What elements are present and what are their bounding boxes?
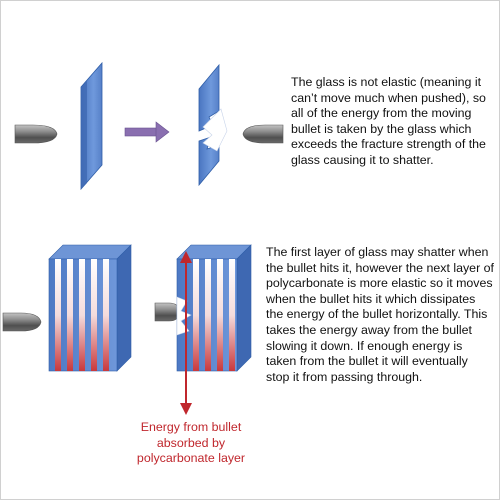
layered-glass-block-impact xyxy=(176,244,252,372)
glass-explanation-text: The glass is not elastic (meaning it can… xyxy=(291,75,486,167)
bullet-bottom-left xyxy=(2,312,42,332)
shatter-burst-icon xyxy=(202,108,228,152)
bullet-top-left xyxy=(14,124,58,144)
bullet-top-right xyxy=(242,124,284,144)
energy-caption: Energy from bullet absorbed by polycarbo… xyxy=(136,420,246,465)
glass-pane-intact xyxy=(80,61,103,191)
glass-pane-shattered xyxy=(198,63,228,187)
transition-arrow xyxy=(124,121,170,143)
bullet-bottom-right xyxy=(154,302,181,322)
layered-glass-block-intact xyxy=(48,244,132,372)
layered-glass-explanation-text: The first layer of glass may shatter whe… xyxy=(266,245,494,384)
